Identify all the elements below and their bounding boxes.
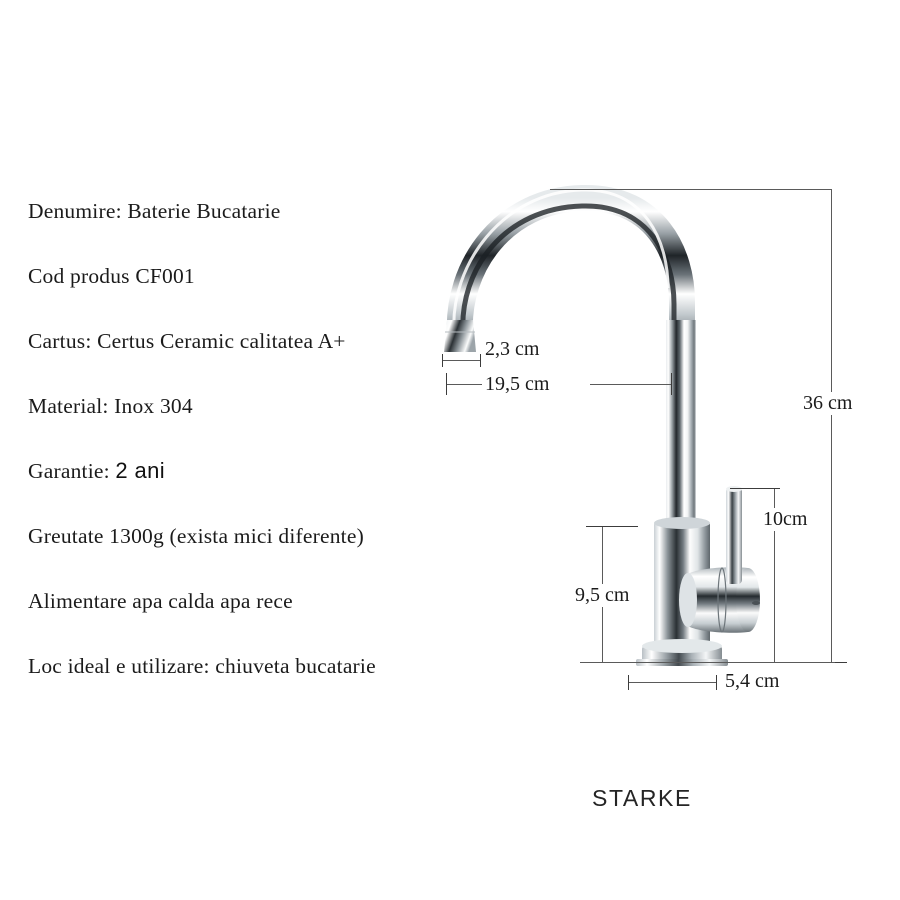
tick-base-right (716, 675, 717, 690)
faucet-illustration (444, 184, 760, 666)
tick-base-left (628, 675, 629, 690)
faucet-diagram: 36 cm 2,3 cm 19,5 cm 9,5 cm 10cm 5,4 cm (430, 170, 880, 693)
specification-list: Denumire: Baterie Bucatarie Cod produs C… (28, 196, 458, 716)
brand-name: STARKE (592, 785, 692, 811)
dimension-label-body-height: 9,5 cm (572, 584, 633, 607)
dimension-line-handle-height (774, 488, 775, 662)
garantie-value: 2 ani (115, 458, 166, 483)
faucet-lever-handle (679, 486, 760, 633)
tick-handle-height-top (730, 488, 780, 489)
tick-reach-right (671, 373, 672, 395)
garantie-label: Garantie: (28, 459, 110, 483)
dimension-label-base-diameter: 5,4 cm (722, 670, 783, 693)
dimension-label-handle-height: 10cm (760, 508, 811, 531)
tick-body-height-top (586, 526, 638, 527)
tick-outlet-right (480, 354, 481, 367)
spec-line-greutate: Greutate 1300g (exista mici diferente) (28, 524, 364, 548)
spout-reflection-dark (460, 203, 677, 335)
dimension-line-outlet (442, 360, 480, 361)
dimension-label-outlet: 2,3 cm (482, 338, 543, 361)
spec-line-cod-produs: Cod produs CF001 (28, 264, 195, 288)
baseline (580, 662, 835, 663)
dimension-line-reach-left (446, 384, 484, 385)
dimension-line-base-diameter (628, 682, 716, 683)
dimension-line-total-height (831, 189, 832, 662)
extension-line-top (550, 189, 832, 190)
dimension-label-reach: 19,5 cm (482, 373, 553, 396)
body-top-cap (654, 517, 710, 529)
spout-highlight (452, 188, 670, 333)
spec-line-material: Material: Inox 304 (28, 394, 193, 418)
spec-line-cartus: Cartus: Certus Ceramic calitatea A+ (28, 329, 346, 353)
faucet-spout-arc (446, 184, 695, 336)
tick-outlet-left (442, 354, 443, 367)
spout-outlet-tip (444, 320, 476, 352)
dimension-line-reach-right (590, 384, 672, 385)
spec-line-garantie: Garantie: 2 ani (28, 456, 458, 521)
dimension-label-total-height: 36 cm (800, 392, 856, 415)
tick-reach-left (446, 373, 447, 395)
spec-line-alimentare: Alimentare apa calda apa rece (28, 589, 293, 613)
spec-line-denumire: Denumire: Baterie Bucatarie (28, 199, 281, 223)
spec-line-utilizare: Loc ideal e utilizare: chiuveta bucatari… (28, 654, 376, 678)
faucet-base-flange (636, 639, 728, 666)
